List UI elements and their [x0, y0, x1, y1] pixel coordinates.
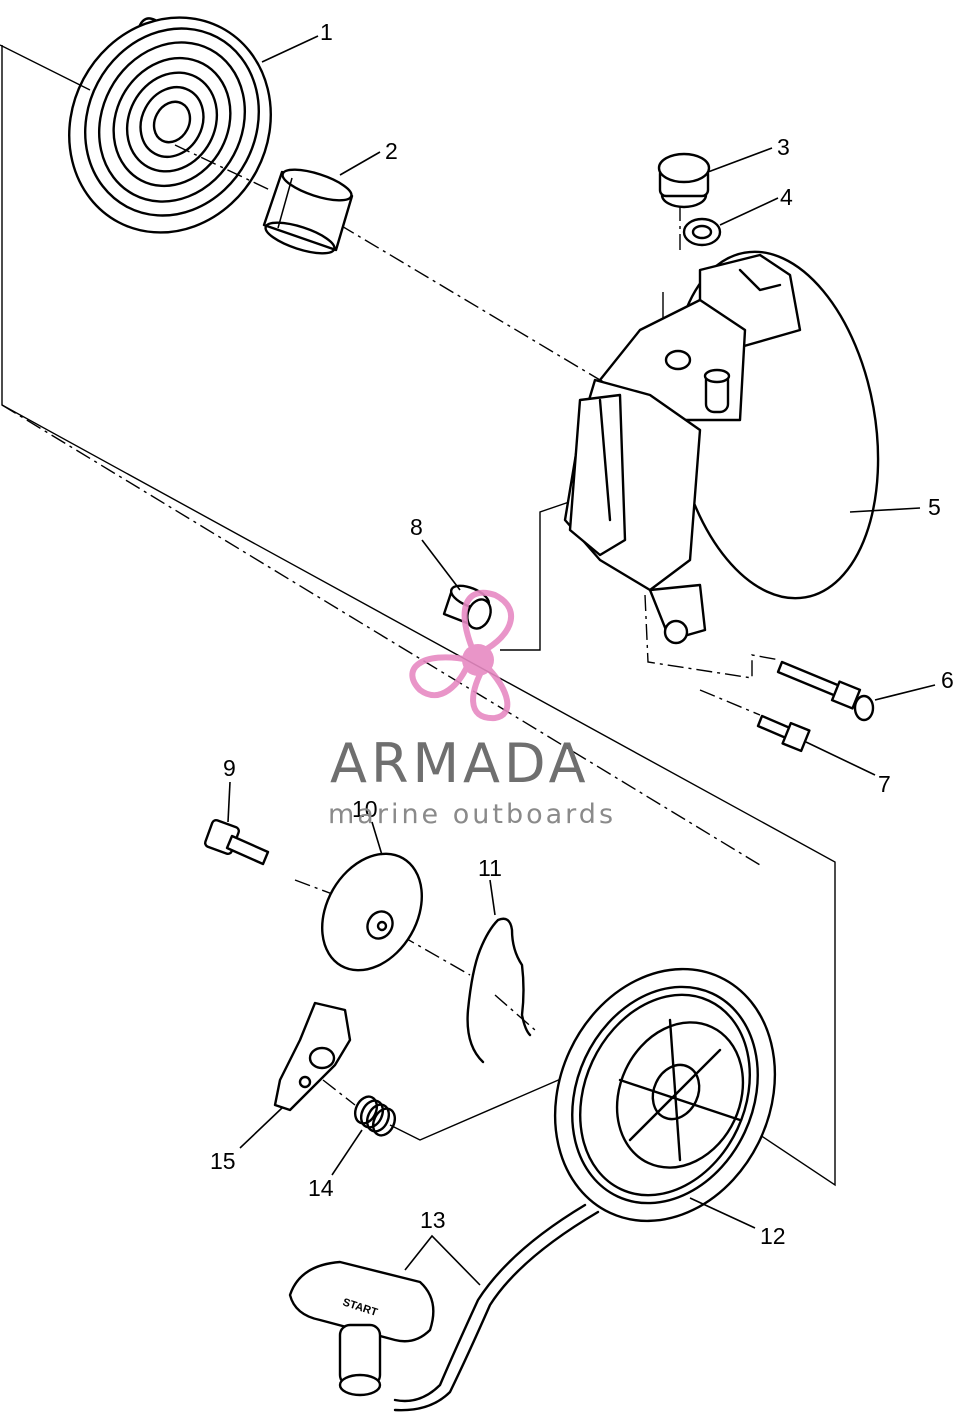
propeller-icon	[409, 589, 515, 722]
part-label-14: 14	[308, 1175, 334, 1201]
washer	[682, 217, 722, 247]
bolt-short	[756, 714, 811, 753]
part-label-9: 9	[223, 755, 236, 781]
plug	[657, 152, 711, 209]
watermark-subtitle: marine outboards	[328, 799, 616, 830]
rewind-spring	[68, 16, 272, 234]
return-spring-wire	[466, 917, 532, 1064]
collar	[442, 584, 492, 630]
part-label-1: 1	[320, 19, 333, 45]
pawl-spring	[353, 1095, 397, 1137]
part-label-13: 13	[420, 1207, 446, 1233]
part-label-5: 5	[928, 494, 941, 520]
bolt-long	[776, 660, 875, 722]
part-label-3: 3	[777, 134, 790, 160]
part-label-11: 11	[478, 855, 502, 881]
screw	[203, 818, 270, 866]
part-label-6: 6	[941, 667, 954, 693]
part-label-2: 2	[385, 138, 398, 164]
part-number-labels: 1 2 3 4 5 6 7 8 9 10 11 12 13 14 15	[210, 19, 954, 1249]
watermark-title: ARMADA	[330, 732, 590, 795]
part-label-4: 4	[780, 184, 793, 210]
watermark: ARMADA marine outboards	[328, 589, 616, 830]
assembly-lines	[0, 44, 836, 1187]
part-label-10: 10	[352, 796, 378, 822]
leader-lines	[227, 35, 936, 1286]
rope-and-handle: START	[288, 1203, 600, 1412]
bushing	[262, 168, 354, 255]
part-label-15: 15	[210, 1148, 236, 1174]
pawl	[273, 1001, 352, 1112]
part-label-8: 8	[410, 514, 423, 540]
friction-plate	[321, 852, 423, 972]
starter-housing	[563, 250, 880, 645]
part-label-12: 12	[760, 1223, 786, 1249]
part-label-7: 7	[878, 771, 891, 797]
rope-reel	[553, 967, 777, 1223]
